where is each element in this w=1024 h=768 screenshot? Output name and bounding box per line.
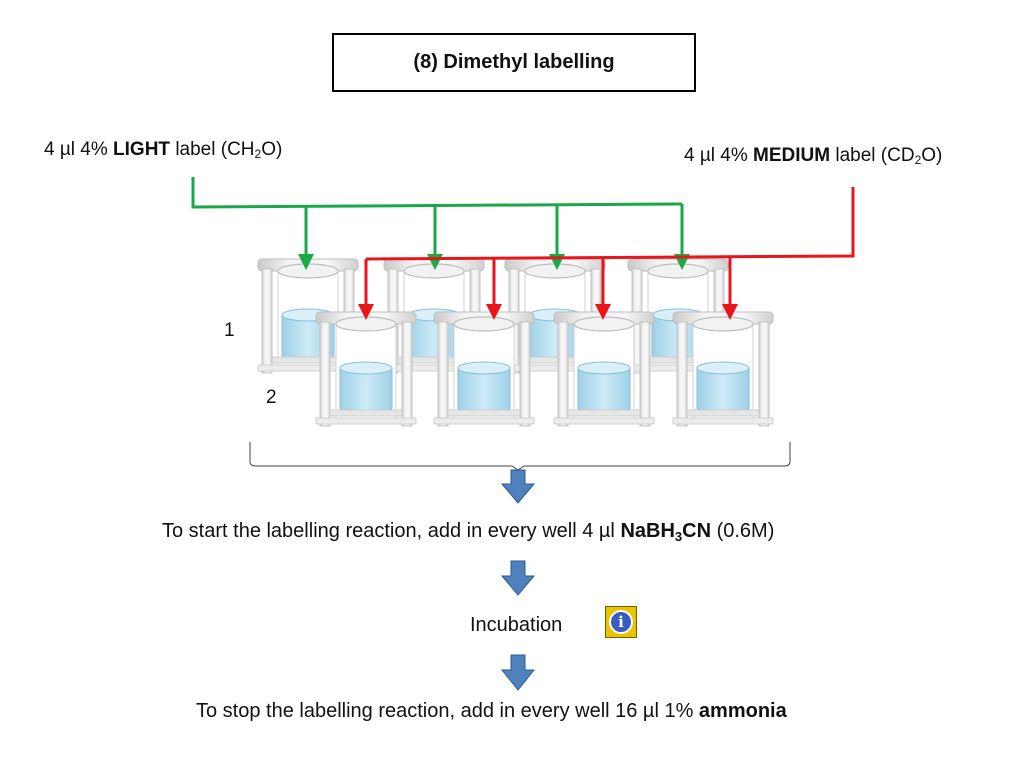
medium-arrowhead-2 xyxy=(486,304,502,320)
light-label-strong: LIGHT xyxy=(113,139,171,160)
step-stop-prefix: To stop the labelling reaction, add in e… xyxy=(196,700,699,722)
step-start-reagent-end: CN xyxy=(682,520,712,542)
light-label: 4 µl 4% LIGHT label (CH2O) xyxy=(44,139,282,161)
step-stop-reagent: ammonia xyxy=(698,700,787,722)
step-stop-text: To stop the labelling reaction, add in e… xyxy=(196,700,787,723)
row-label-2: 2 xyxy=(266,387,277,408)
wells-brace xyxy=(249,442,791,471)
light-label-subscript: 2 xyxy=(254,147,262,161)
info-icon[interactable]: i xyxy=(605,606,637,638)
medium-label-lines xyxy=(364,187,855,306)
step-start-text: To start the labelling reaction, add in … xyxy=(162,520,774,544)
step-incubation-text: Incubation xyxy=(470,614,563,636)
medium-main-line xyxy=(365,187,855,261)
page-title: (8) Dimethyl labelling xyxy=(413,51,615,73)
flow-arrow-3 xyxy=(500,654,536,691)
flow-arrow-2 xyxy=(500,560,536,596)
medium-label-middle: label (CD xyxy=(830,145,915,166)
medium-arrowhead-3 xyxy=(595,304,611,320)
title-box: (8) Dimethyl labelling xyxy=(332,33,696,92)
step-start-reagent-subscript: 3 xyxy=(674,529,683,544)
light-label-prefix: 4 µl 4% xyxy=(44,139,114,160)
medium-arrowheads xyxy=(358,304,738,320)
medium-arrowhead-4 xyxy=(722,304,738,320)
light-label-middle: label (CH xyxy=(170,139,255,160)
flow-arrows xyxy=(500,469,536,691)
medium-label-prefix: 4 µl 4% xyxy=(684,145,754,166)
medium-label-strong: MEDIUM xyxy=(753,145,831,166)
medium-label-suffix: O) xyxy=(921,145,943,166)
flow-arrow-1 xyxy=(500,469,536,504)
medium-label: 4 µl 4% MEDIUM label (CD2O) xyxy=(684,145,942,167)
step-start-suffix: (0.6M) xyxy=(711,520,775,542)
info-icon-glyph: i xyxy=(609,610,633,634)
light-arrowhead-1 xyxy=(298,254,314,270)
light-label-suffix: O) xyxy=(261,139,283,160)
light-main-line xyxy=(191,177,683,209)
step-start-reagent: NaBH xyxy=(620,520,675,542)
medium-label-subscript: 2 xyxy=(914,153,922,167)
step-start-prefix: To start the labelling reaction, add in … xyxy=(162,520,621,542)
medium-arrowhead-1 xyxy=(358,304,374,320)
row-label-1: 1 xyxy=(224,320,235,341)
light-label-lines xyxy=(191,177,684,256)
